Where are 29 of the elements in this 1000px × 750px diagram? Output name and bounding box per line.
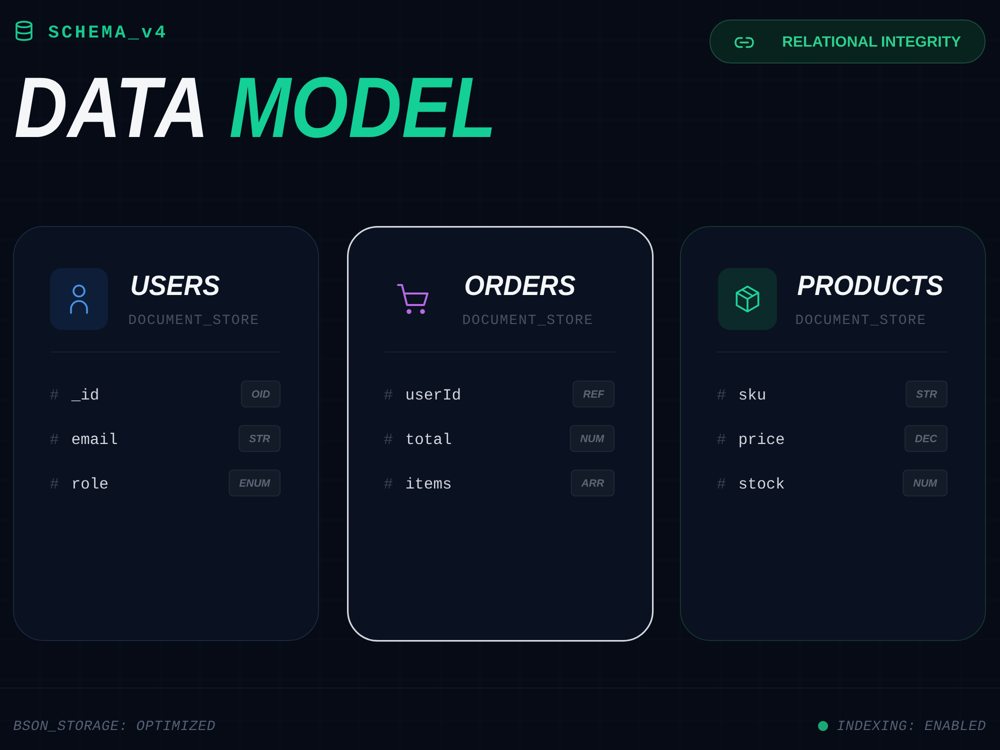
type-badge: ENUM [228, 470, 280, 496]
collection-title: PRODUCTS [798, 275, 944, 296]
type-badge: STR [906, 380, 948, 408]
field-name: # role [50, 477, 108, 489]
field-name: # price [717, 432, 784, 448]
field-name: # _id [50, 388, 98, 402]
type-badge: STR [238, 425, 280, 452]
title: DATA MODEL [16, 76, 492, 138]
tag-pill: RELATIONAL INTEGRITY [710, 20, 986, 64]
footer-note: BSON_STORAGE: OPTIMIZED [14, 720, 215, 732]
type-badge: ARR [570, 470, 614, 496]
collection-subtitle: DOCUMENT_STORE [796, 314, 925, 326]
type-badge: NUM [570, 425, 614, 452]
type-badge: NUM [902, 470, 948, 496]
collection-title: USERS [132, 275, 220, 296]
type-badge: DEC [904, 425, 948, 452]
field-name: # items [384, 477, 451, 489]
header-label: SCHEMA_v4 [48, 25, 166, 40]
collection-subtitle: DOCUMENT_STORE [129, 314, 258, 326]
field-name: # userId [384, 388, 460, 400]
footer-note: INDEXING: ENABLED [837, 720, 986, 730]
collection-subtitle: DOCUMENT_STORE [463, 314, 592, 326]
field-name: # sku [717, 388, 765, 400]
field-name: # email [50, 432, 117, 444]
collection-title: ORDERS [465, 275, 576, 296]
type-badge: REF [572, 380, 614, 408]
field-name: # stock [717, 477, 784, 489]
type-badge: OID [241, 380, 280, 408]
field-name: # total [384, 432, 451, 444]
